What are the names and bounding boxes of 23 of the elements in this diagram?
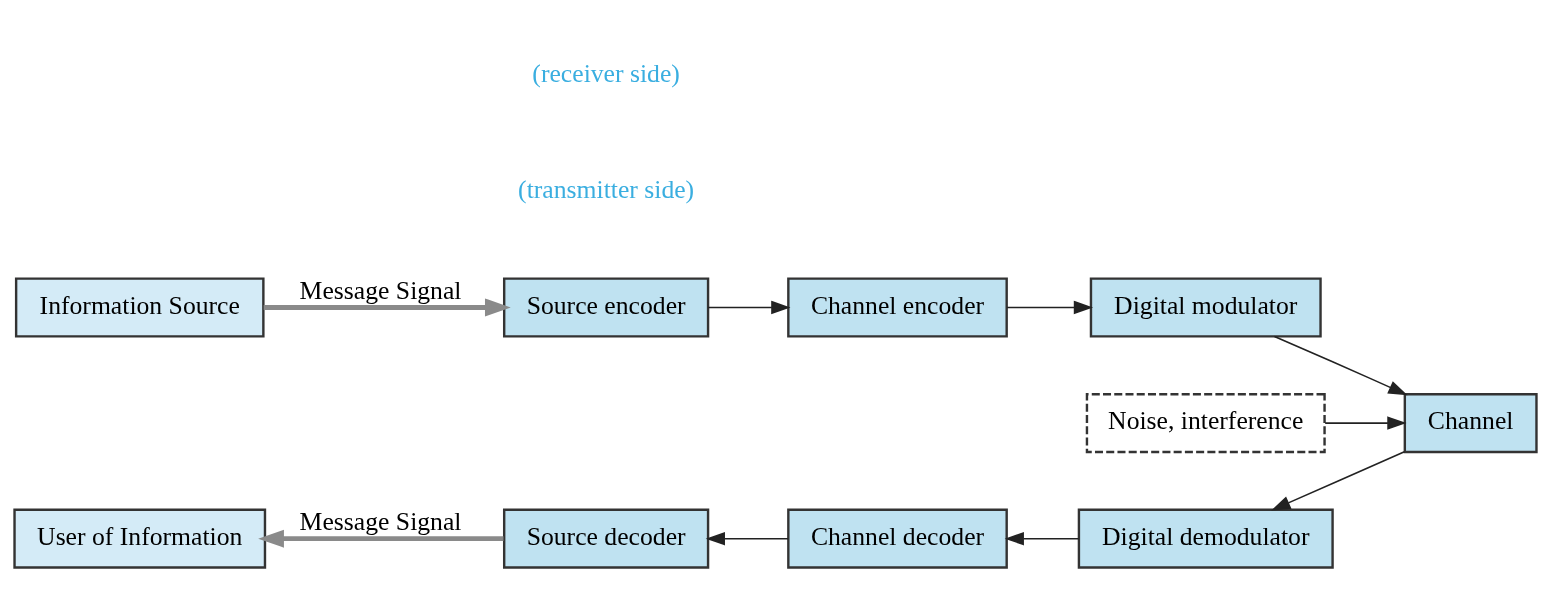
node-box: Information Source	[14, 277, 265, 338]
node-box: Source decoder	[502, 508, 710, 569]
arrow	[1271, 450, 1406, 511]
node-box: Digital modulator	[1089, 277, 1322, 338]
arrow	[263, 298, 511, 317]
edge-label: Message Signal	[299, 507, 462, 537]
label: (transmitter side)	[518, 175, 695, 205]
node-box: Digital demodulator	[1077, 508, 1334, 569]
label: (receiver side)	[532, 59, 680, 89]
arrow	[705, 531, 789, 546]
node-box: User of Information	[13, 508, 267, 569]
node-box: Channel	[1403, 393, 1538, 454]
node-box: Noise, interference	[1085, 393, 1326, 454]
arrow	[707, 300, 791, 315]
arrow	[1006, 300, 1094, 315]
arrow	[258, 529, 504, 548]
arrow	[1273, 335, 1408, 396]
edge-label: Message Signal	[299, 276, 462, 306]
node-box: Source encoder	[502, 277, 710, 338]
node-box: Channel decoder	[787, 508, 1008, 569]
node-box: Channel encoder	[787, 277, 1008, 338]
arrow	[1324, 416, 1407, 430]
arrow	[1004, 531, 1080, 546]
